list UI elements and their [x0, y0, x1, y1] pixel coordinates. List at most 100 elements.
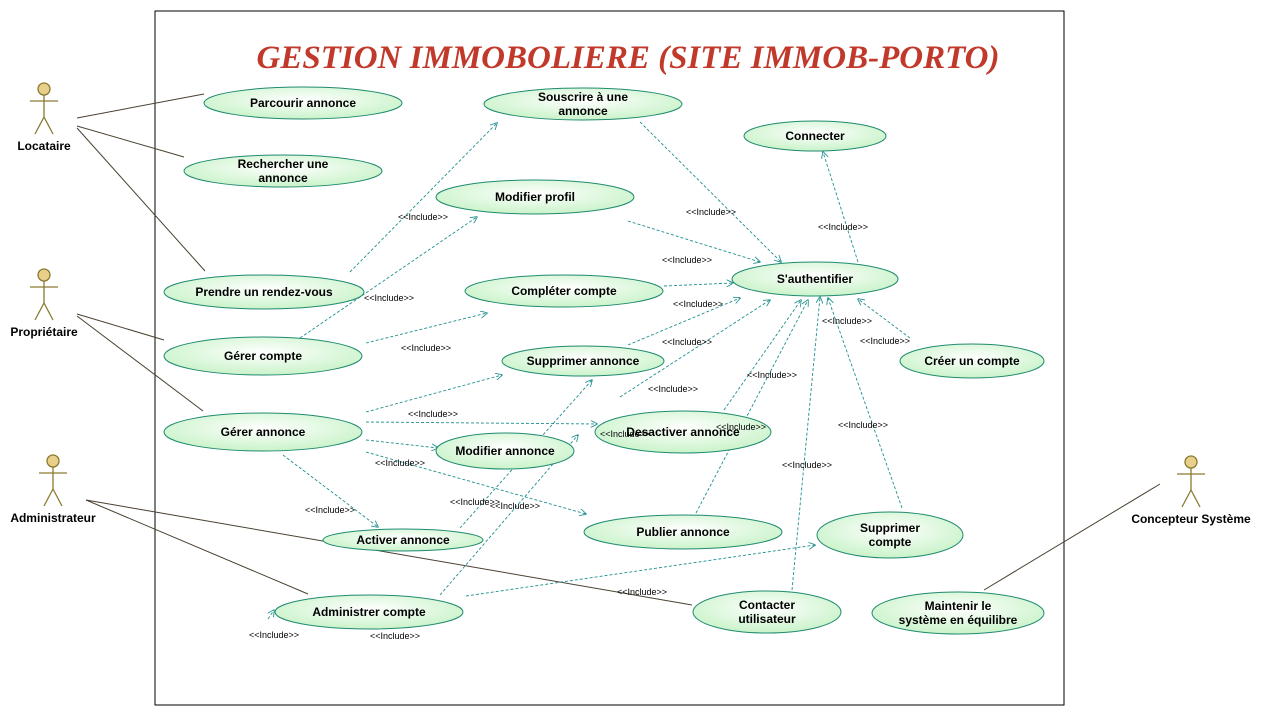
- include-label: <<Include>>: [450, 497, 500, 507]
- actor-administrateur[interactable]: Administrateur: [10, 454, 96, 525]
- use-case-creercompte[interactable]: Créer un compte: [899, 343, 1045, 379]
- use-case-desactiver[interactable]: Desactiver annonce: [594, 410, 772, 454]
- include-line: [365, 439, 438, 448]
- use-case-ellipse[interactable]: [322, 528, 484, 552]
- use-case-label: annonce: [258, 171, 308, 185]
- use-case-label: S'authentifier: [777, 272, 854, 286]
- use-case-label: Desactiver annonce: [626, 425, 740, 439]
- use-case-label: Supprimer: [860, 521, 920, 535]
- include-label: <<Include>>: [860, 336, 910, 346]
- use-case-ellipse[interactable]: [203, 86, 403, 120]
- use-case-ellipse[interactable]: [583, 514, 783, 550]
- use-case-label: système en équilibre: [899, 613, 1018, 627]
- use-case-ellipse[interactable]: [594, 410, 772, 454]
- use-case-connecter[interactable]: Connecter: [743, 120, 887, 152]
- use-case-ellipse[interactable]: [163, 336, 363, 376]
- include-line: [828, 298, 903, 509]
- use-case-ellipse[interactable]: [731, 261, 899, 297]
- use-case-ellipse[interactable]: [692, 590, 842, 634]
- include-label: <<Include>>: [822, 316, 872, 326]
- use-case-label: Gérer compte: [224, 349, 302, 363]
- use-case-modannonce[interactable]: Modifier annonce: [435, 432, 575, 470]
- use-case-label: Rechercher une: [238, 157, 329, 171]
- actor-concepteur[interactable]: Concepteur Système: [1131, 455, 1251, 526]
- actor-proprietaire[interactable]: Propriétaire: [10, 268, 78, 339]
- include-line: [823, 152, 859, 263]
- association-line: [85, 499, 309, 595]
- use-case-ellipse[interactable]: [435, 432, 575, 470]
- include-label: <<Include>>: [305, 505, 355, 515]
- include-line: [282, 454, 378, 527]
- include-line: [459, 380, 592, 529]
- actor-leg-icon: [52, 488, 63, 507]
- actor-head-icon: [46, 454, 60, 468]
- use-case-label: annonce: [558, 104, 608, 118]
- use-case-label: Parcourir annonce: [250, 96, 356, 110]
- include-line: [639, 121, 781, 262]
- include-label: <<Include>>: [673, 299, 723, 309]
- include-label: <<Include>>: [375, 458, 425, 468]
- include-label: <<Include>>: [686, 207, 736, 217]
- use-case-gerercompte[interactable]: Gérer compte: [163, 336, 363, 376]
- use-case-label: utilisateur: [738, 612, 796, 626]
- include-label: <<Include>>: [617, 587, 667, 597]
- actor-leg-icon: [43, 302, 54, 321]
- include-line: [858, 299, 911, 339]
- use-case-modprofil[interactable]: Modifier profil: [435, 179, 635, 215]
- include-label: <<Include>>: [490, 501, 540, 511]
- association-line: [85, 499, 693, 606]
- use-case-ellipse[interactable]: [871, 591, 1045, 635]
- use-case-ellipse[interactable]: [163, 274, 365, 310]
- use-case-parcourir[interactable]: Parcourir annonce: [203, 86, 403, 120]
- use-case-label: Maintenir le: [925, 599, 992, 613]
- include-label: <<Include>>: [747, 370, 797, 380]
- actor-leg-icon: [34, 302, 45, 321]
- use-case-ellipse[interactable]: [163, 412, 363, 452]
- use-case-activer[interactable]: Activer annonce: [322, 528, 484, 552]
- use-case-ellipse[interactable]: [501, 345, 665, 377]
- include-label: <<Include>>: [818, 222, 868, 232]
- use-case-ellipse[interactable]: [435, 179, 635, 215]
- use-case-rdv[interactable]: Prendre un rendez-vous: [163, 274, 365, 310]
- include-line: [268, 610, 274, 620]
- include-line: [663, 283, 733, 286]
- use-case-label: Publier annonce: [636, 525, 730, 539]
- association-line: [983, 483, 1161, 591]
- actor-head-icon: [1184, 455, 1198, 469]
- use-case-publier[interactable]: Publier annonce: [583, 514, 783, 550]
- use-case-ellipse[interactable]: [899, 343, 1045, 379]
- include-line: [619, 300, 770, 398]
- use-case-admincompte[interactable]: Administrer compte: [274, 594, 464, 630]
- actor-leg-icon: [1181, 489, 1192, 508]
- use-case-ellipse[interactable]: [816, 511, 964, 559]
- actor-leg-icon: [43, 116, 54, 135]
- include-label: <<Include>>: [716, 422, 766, 432]
- use-case-gererannonce[interactable]: Gérer annonce: [163, 412, 363, 452]
- use-case-ellipse[interactable]: [274, 594, 464, 630]
- actor-locataire[interactable]: Locataire: [17, 82, 71, 153]
- use-case-ellipse[interactable]: [464, 274, 664, 308]
- include-line: [695, 300, 808, 514]
- use-case-auth[interactable]: S'authentifier: [731, 261, 899, 297]
- use-case-ellipse[interactable]: [483, 87, 683, 121]
- include-label: <<Include>>: [662, 337, 712, 347]
- use-case-label: Gérer annonce: [221, 425, 306, 439]
- association-line: [76, 127, 206, 272]
- use-case-completer[interactable]: Compléter compte: [464, 274, 664, 308]
- use-case-ellipse[interactable]: [743, 120, 887, 152]
- diagram-title: GESTION IMMOBOLIERE (SITE IMMOB-PORTO): [257, 40, 1000, 76]
- use-case-ellipse[interactable]: [183, 154, 383, 188]
- include-label: <<Include>>: [370, 631, 420, 641]
- include-label: <<Include>>: [782, 460, 832, 470]
- actor-label: Concepteur Système: [1131, 512, 1251, 526]
- actor-leg-icon: [1190, 489, 1201, 508]
- include-label: <<Include>>: [401, 343, 451, 353]
- use-case-label: Modifier annonce: [455, 444, 555, 458]
- use-case-supprannonce[interactable]: Supprimer annonce: [501, 345, 665, 377]
- include-line: [365, 451, 586, 514]
